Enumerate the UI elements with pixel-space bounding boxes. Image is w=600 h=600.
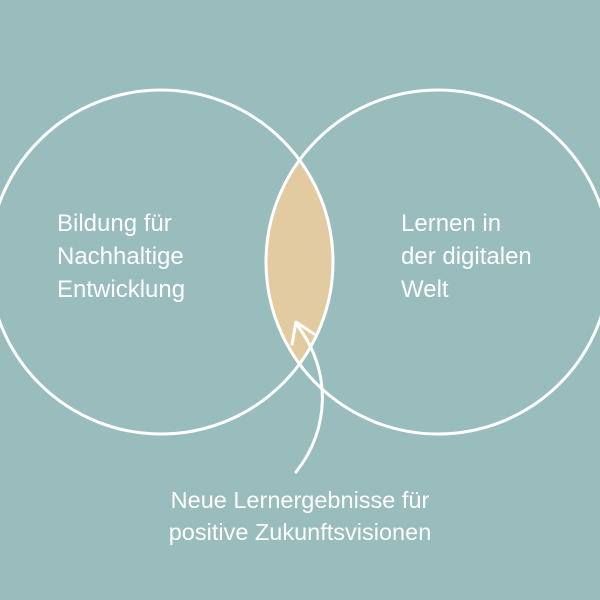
right-circle-label: Lernen in der digitalen Welt — [401, 207, 532, 306]
right-label-line-2: der digitalen — [401, 243, 532, 270]
left-circle — [0, 88, 335, 436]
callout-line-2: positive Zukunftsvisionen — [168, 519, 432, 545]
right-label-line-1: Lernen in — [401, 210, 502, 237]
left-label-line-1: Bildung für — [57, 210, 172, 237]
right-label-line-3: Welt — [401, 276, 449, 303]
left-circle-label: Bildung für Nachhaltige Entwicklung — [57, 207, 185, 306]
left-label-line-2: Nachhaltige — [57, 243, 184, 270]
intersection-callout-label: Neue Lernergebnisse für positive Zukunft… — [0, 484, 600, 548]
right-circle — [264, 88, 600, 436]
callout-arrow-head — [290, 320, 316, 346]
callout-arrow — [294, 323, 324, 474]
left-label-line-3: Entwicklung — [57, 276, 186, 303]
callout-line-1: Neue Lernergebnisse für — [170, 487, 430, 513]
